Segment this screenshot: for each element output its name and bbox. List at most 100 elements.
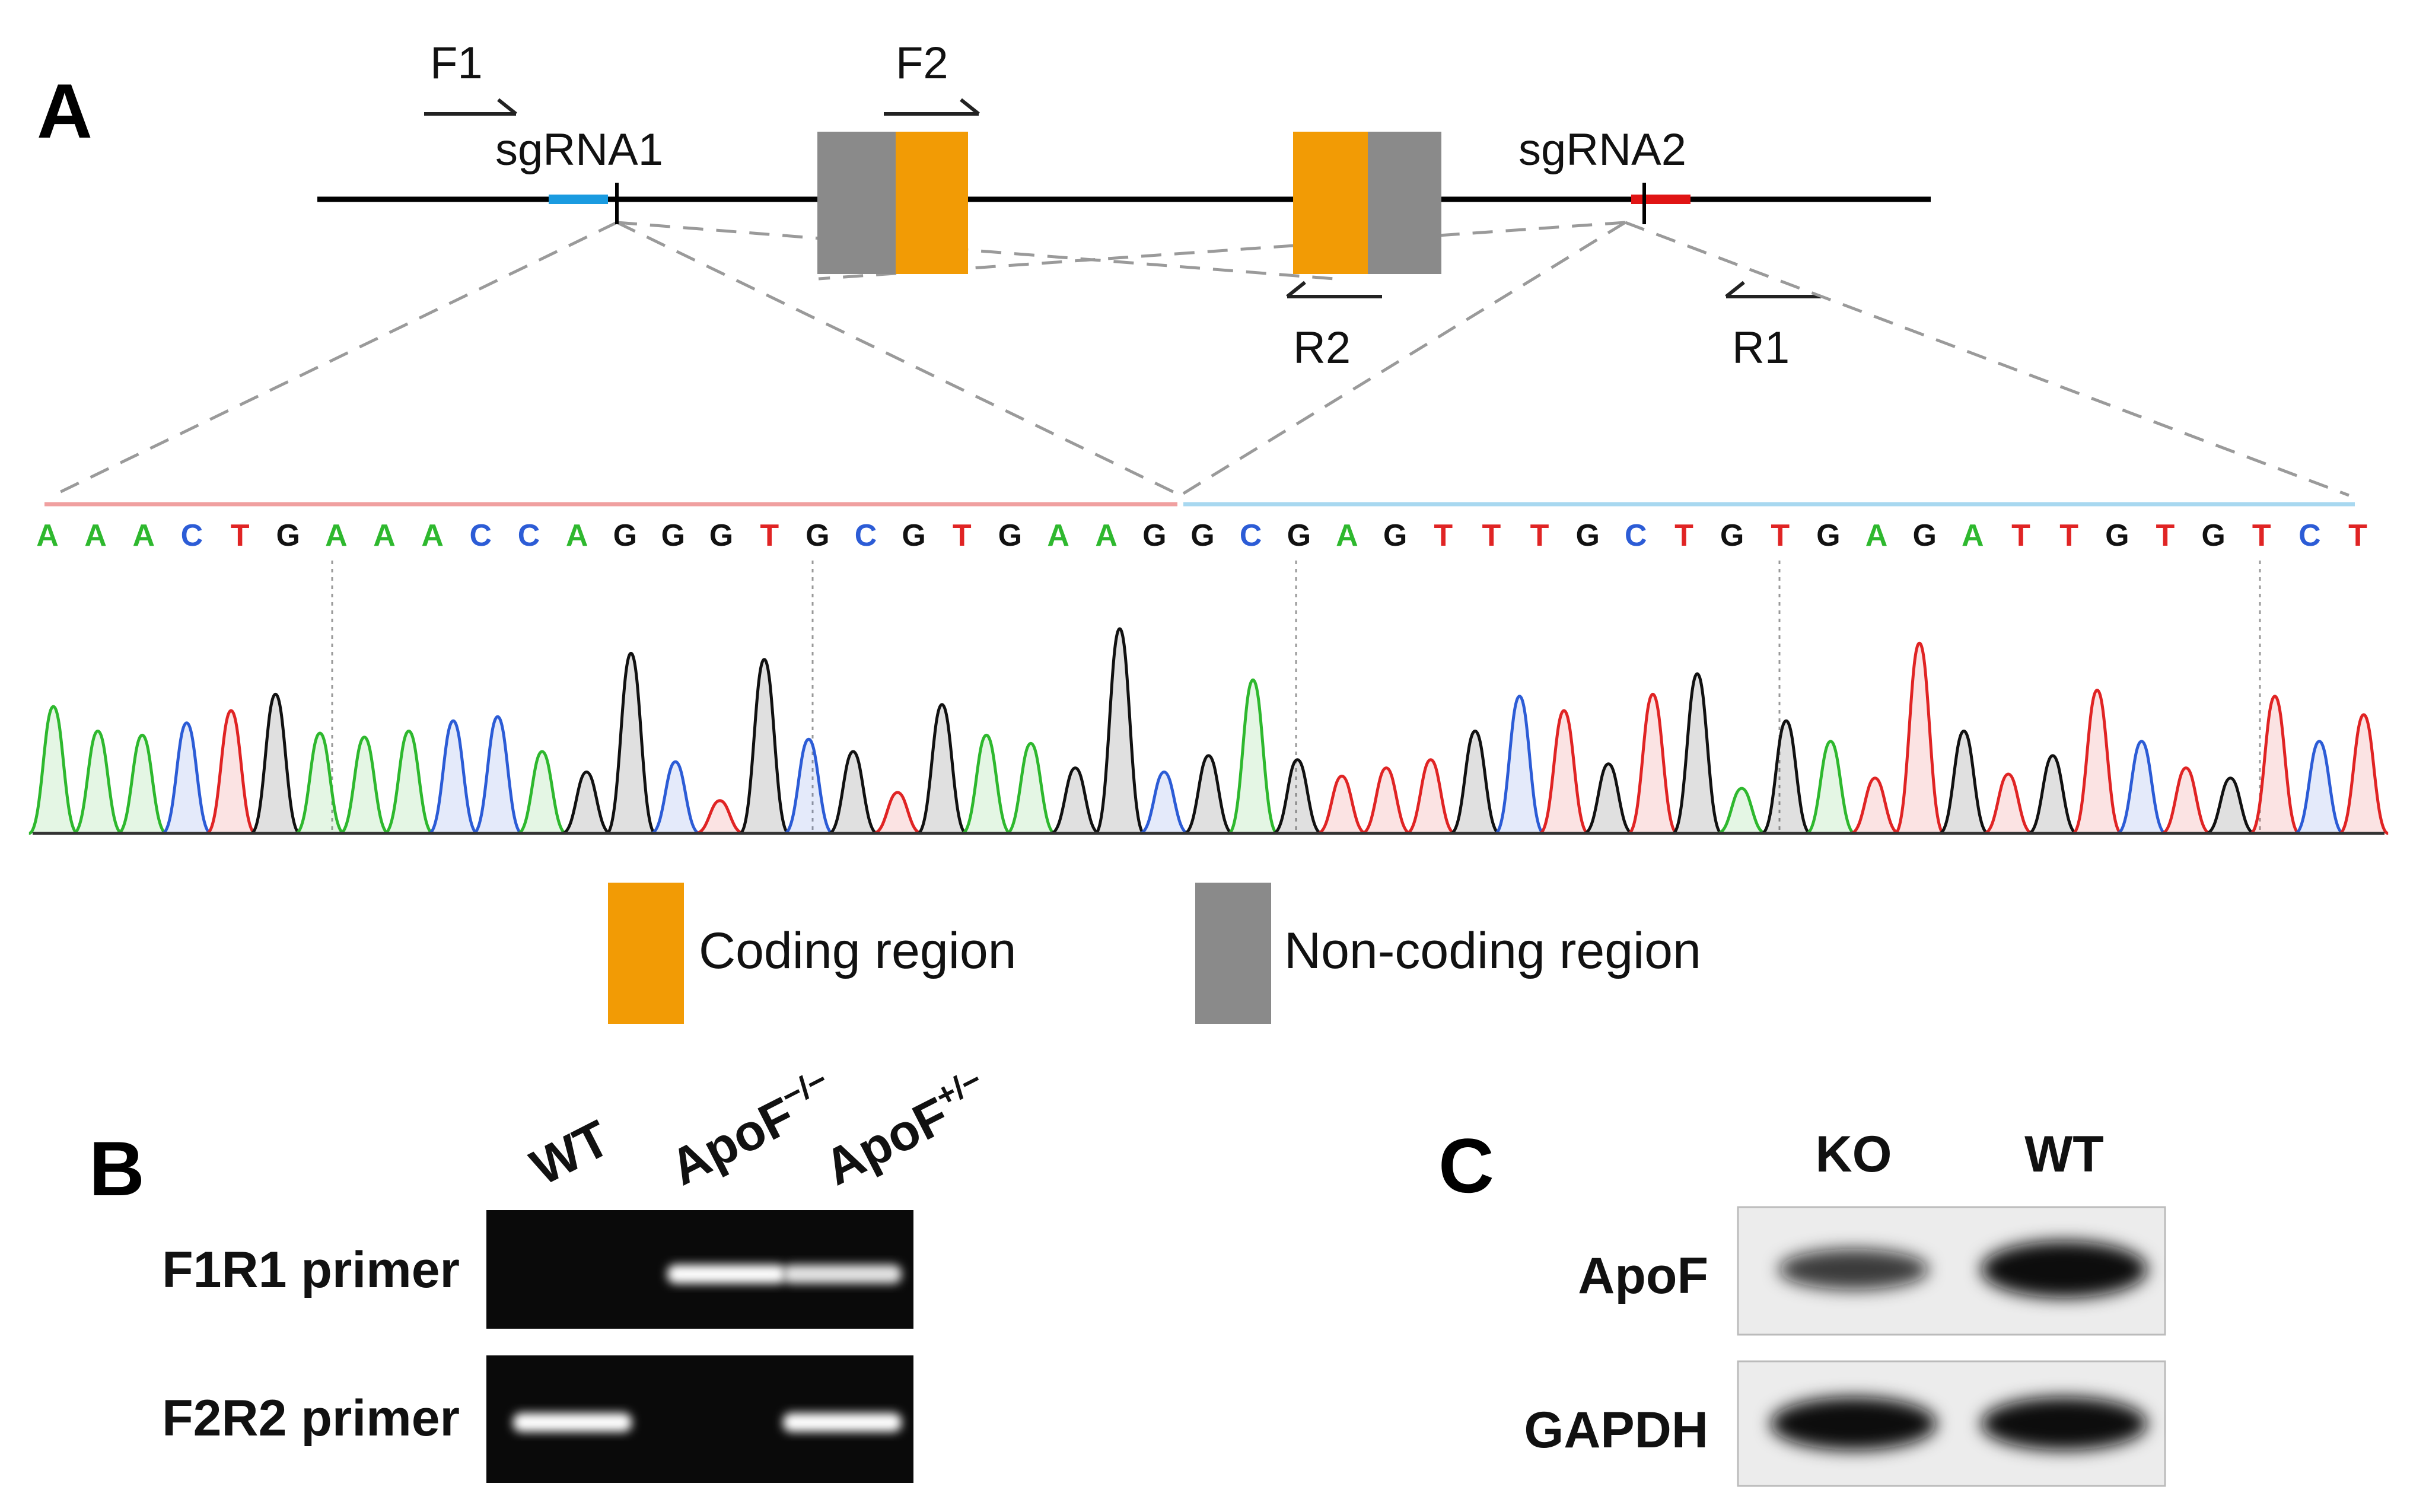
chromatogram-peak [517, 750, 568, 835]
sequence-base: G [1190, 518, 1214, 553]
sequence-base: G [806, 518, 829, 553]
western-bands [1771, 1241, 2147, 1450]
chromatogram-peak [472, 715, 523, 835]
sgrna1-site [549, 195, 608, 204]
sequence-base: A [1095, 518, 1118, 553]
chromatogram-peak [1050, 766, 1100, 835]
sequence-base: C [518, 518, 540, 553]
chromatogram-peak [428, 719, 479, 835]
chromatogram-peak [2294, 740, 2345, 835]
sequence-base: C [1625, 518, 1647, 553]
legend-coding-label: Coding region [699, 922, 1016, 979]
chromatogram-peak [1272, 758, 1323, 835]
chromatogram-peak [606, 651, 657, 835]
sequence-base: A [1865, 518, 1888, 553]
sequence-base: T [1434, 518, 1453, 553]
chromatogram-peak [295, 731, 345, 835]
sequence-base: C [855, 518, 877, 553]
sequence-base: A [566, 518, 588, 553]
chromatogram-peak [161, 721, 212, 835]
sequence-base: T [953, 518, 972, 553]
sequence-base: T [1530, 518, 1549, 553]
chromatogram-peak [1139, 770, 1189, 835]
primer-r2-arrow [1286, 281, 1382, 298]
primer-f1-label: F1 [430, 38, 483, 88]
chromatogram-peak [1760, 719, 1812, 835]
chromatogram-peak [561, 770, 612, 835]
chromatogram-peak [1628, 692, 1678, 835]
sequence-base: G [998, 518, 1022, 553]
primer-f1-arrow [424, 98, 517, 116]
chromatogram-peak [650, 760, 701, 835]
chromatogram-peak [1005, 741, 1056, 835]
chromatogram-peak [1405, 758, 1456, 835]
chromatogram-peak [1805, 740, 1856, 835]
chromatogram-peak [695, 799, 745, 835]
chromatogram-peak [961, 733, 1012, 835]
legend-coding-swatch [608, 883, 684, 1024]
chromatogram-peak [1983, 772, 2033, 835]
sequence-base: A [1336, 518, 1358, 553]
chromatogram-peak [2027, 754, 2078, 835]
chromatogram-peak [28, 705, 79, 835]
chromatogram-peak [1317, 774, 1367, 835]
chromatogram-peak [873, 791, 923, 835]
sequence-base: T [231, 518, 250, 553]
gel-row-label-f2r2: F2R2 primer [162, 1390, 460, 1447]
sequence-base: A [421, 518, 444, 553]
sgrna1-label: sgRNA1 [495, 125, 663, 175]
western-band [1981, 1397, 2147, 1450]
sequence-base: A [36, 518, 59, 553]
exon-2-coding [1293, 132, 1368, 274]
sequence-base: G [2105, 518, 2129, 553]
sequence-base: G [902, 518, 925, 553]
western-band [1778, 1249, 1929, 1290]
sequence-base: G [276, 518, 300, 553]
sequence-base: G [661, 518, 685, 553]
sequence-base: T [2156, 518, 2175, 553]
gel-row-label-f1r1: F1R1 primer [162, 1242, 460, 1298]
exon-1-coding [896, 132, 968, 274]
primer-r1-label: R1 [1732, 323, 1790, 373]
western-band [1981, 1241, 2147, 1298]
sequence-base: A [373, 518, 396, 553]
gel-lane-label-1: WT [522, 1110, 619, 1196]
svg-text:ApoF+/−: ApoF+/− [814, 1062, 999, 1196]
sequence-base: T [2011, 518, 2030, 553]
legend-noncoding-swatch [1195, 883, 1271, 1024]
chromatogram-peak [1227, 678, 1278, 835]
chromatogram-peak [2116, 740, 2167, 835]
chromatogram [28, 561, 2389, 835]
sequence-base: T [1482, 518, 1501, 553]
chromatogram-peak [1894, 641, 1945, 835]
sequence-base: G [709, 518, 733, 553]
chromatogram-peak [339, 736, 390, 835]
chromatogram-peak [1183, 754, 1234, 835]
sequence-base: A [84, 518, 107, 553]
exon-2 [1293, 132, 1441, 274]
sequence-base: T [2059, 518, 2078, 553]
wb-lane-label-ko: KO [1816, 1126, 1892, 1183]
chromatogram-peak [1850, 776, 1900, 835]
svg-text:WT: WT [522, 1110, 619, 1196]
sequence-base: C [470, 518, 492, 553]
sequence-base: G [1383, 518, 1407, 553]
wb-lane-label-wt: WT [2024, 1126, 2104, 1183]
panel-b-letter: B [89, 1125, 145, 1212]
sequence-base: G [1816, 518, 1840, 553]
chromatogram-peak [828, 750, 878, 835]
chromatogram-peak [117, 733, 168, 835]
chromatogram-peak [2161, 766, 2211, 835]
chromatogram-peak [2072, 688, 2123, 835]
exon-1-noncoding [817, 132, 896, 274]
gel-band [783, 1265, 902, 1284]
wb-row-label-gapdh: GAPDH [1524, 1402, 1708, 1459]
chromatogram-peak [2249, 695, 2300, 835]
chromatogram-peak [2338, 713, 2389, 835]
chromatogram-peak [250, 692, 301, 835]
exon-2-noncoding [1368, 132, 1441, 274]
sequence-base: G [1575, 518, 1599, 553]
sequence-base: G [1720, 518, 1744, 553]
